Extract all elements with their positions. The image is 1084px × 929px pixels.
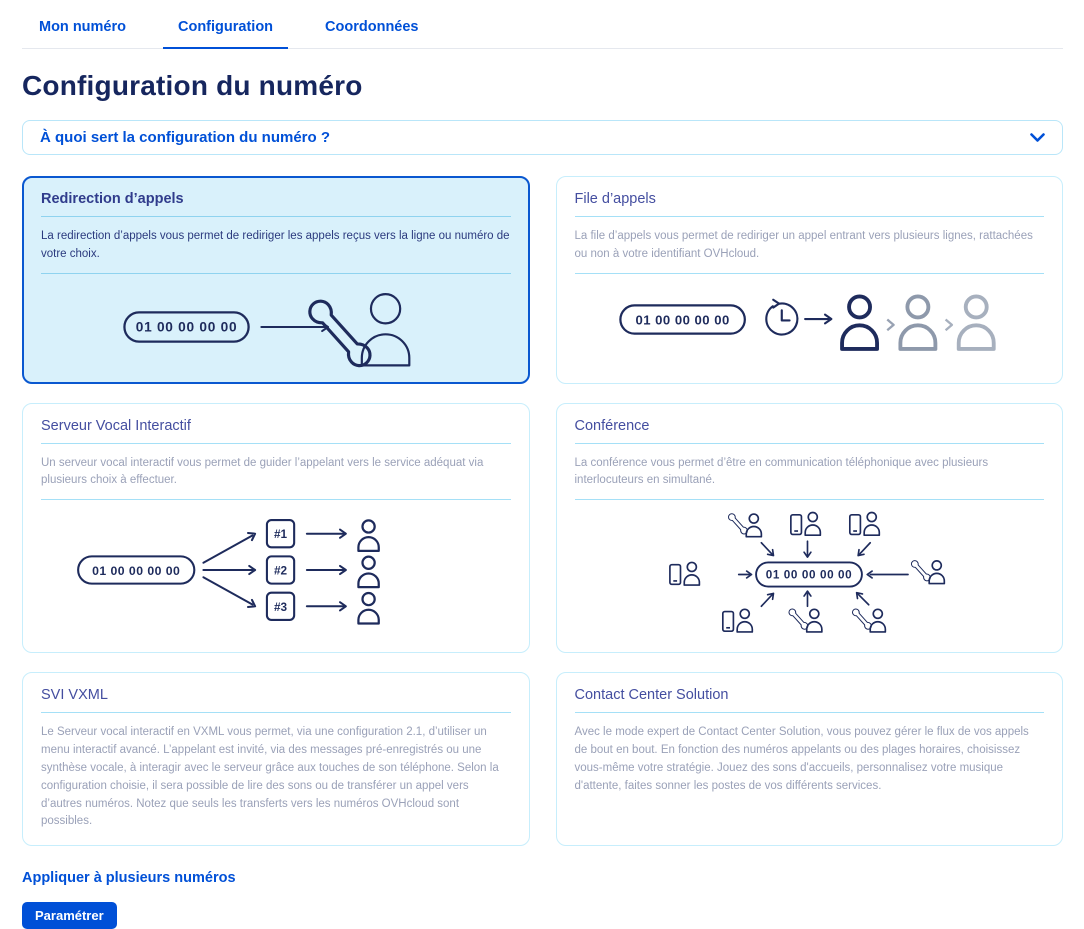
tab-configuration[interactable]: Configuration: [163, 8, 289, 49]
card-title: Conférence: [574, 417, 650, 434]
svg-text:01 00 00 00 00: 01 00 00 00 00: [766, 569, 853, 582]
person-icon: [898, 294, 938, 351]
person-icon: [357, 592, 380, 625]
chevron-down-icon: [1030, 132, 1045, 142]
person-with-handset-icon: [303, 292, 411, 369]
card-description: La conférence vous permet d’être en comm…: [574, 456, 989, 487]
tab-bar: Mon numéro Configuration Coordonnées: [22, 8, 1063, 49]
card-title: Serveur Vocal Interactif: [41, 417, 191, 434]
divider: [574, 499, 1044, 501]
phone-number-pill: 01 00 00 00 00: [619, 303, 747, 335]
svg-text:01 00 00 00 00: 01 00 00 00 00: [135, 319, 237, 334]
configure-button[interactable]: Paramétrer: [22, 902, 117, 929]
handset-icon: [303, 294, 376, 369]
svg-text:#3: #3: [274, 600, 288, 614]
card-description: Un serveur vocal interactif vous permet …: [41, 456, 484, 487]
arrow-right-icon: [804, 313, 833, 325]
person-with-handset-icon: [727, 513, 761, 537]
divider: [574, 442, 1044, 444]
conference-diagram: 01 00 00 00 00: [669, 511, 972, 634]
divider: [574, 272, 1044, 274]
file-appels-illustration: 01 00 00 00 00: [575, 285, 1045, 355]
card-title: Contact Center Solution: [574, 687, 729, 704]
card-title: File d’appels: [574, 191, 656, 207]
card-redirection-appels[interactable]: Redirection d’appels La redirection d’ap…: [22, 176, 530, 384]
ivr-option-2: #2: [265, 555, 380, 589]
svg-text:#1: #1: [274, 527, 288, 541]
card-serveur-vocal-interactif[interactable]: Serveur Vocal Interactif Un serveur voca…: [22, 402, 530, 654]
person-icon: [357, 519, 380, 553]
person-icon: [840, 294, 880, 351]
card-file-appels[interactable]: File d’appels La file d’appels vous perm…: [555, 176, 1063, 384]
divider: [41, 442, 511, 444]
divider: [41, 712, 511, 714]
person-with-handset-icon: [788, 608, 822, 632]
accordion-question: À quoi sert la configuration du numéro ?: [40, 129, 331, 146]
card-description: La file d’appels vous permet de redirige…: [574, 230, 1033, 260]
person-with-handset-icon: [910, 559, 944, 583]
phone-number-pill: 01 00 00 00 00: [755, 561, 864, 588]
arrow-right-icon: [260, 321, 329, 332]
button-row: Paramétrer: [22, 902, 1063, 929]
converging-arrows: [738, 540, 910, 608]
card-description: Avec le mode expert de Contact Center So…: [574, 726, 1029, 792]
divider: [574, 712, 1044, 714]
chevron-right-icon: [945, 318, 954, 331]
card-contact-center-solution[interactable]: Contact Center Solution Avec le mode exp…: [555, 672, 1063, 847]
call-queue-diagram: 01 00 00 00 00: [619, 294, 996, 351]
ivr-option-1: #1: [265, 519, 380, 553]
divider: [574, 216, 1044, 217]
ivr-diagram: 01 00 00 00 00 #1 #: [76, 519, 380, 625]
tab-coordonnees[interactable]: Coordonnées: [325, 19, 419, 35]
ivr-option-3: #3: [265, 591, 380, 625]
waiting-clock-icon: [765, 298, 799, 336]
person-with-smartphone-icon: [722, 608, 754, 634]
svg-text:01 00 00 00 00: 01 00 00 00 00: [92, 564, 180, 578]
divider: [41, 499, 511, 501]
divider: [41, 216, 511, 217]
card-description: Le Serveur vocal interactif en VXML vous…: [41, 726, 499, 828]
apply-multiple-numbers-link[interactable]: Appliquer à plusieurs numéros: [22, 870, 236, 887]
person-with-smartphone-icon: [790, 511, 822, 537]
person-icon: [957, 294, 996, 351]
svg-text:01 00 00 00 00: 01 00 00 00 00: [636, 312, 730, 327]
fan-arrows: [202, 529, 258, 612]
page-title: Configuration du numéro: [22, 70, 363, 101]
redirection-diagram: 01 00 00 00 00: [123, 292, 411, 369]
phone-number-pill: 01 00 00 00 00: [76, 555, 196, 585]
card-title: Redirection d’appels: [41, 191, 184, 207]
card-description: La redirection d’appels vous permet de r…: [41, 230, 510, 260]
card-conference[interactable]: Conférence La conférence vous permet d’ê…: [555, 402, 1063, 654]
person-icon: [357, 555, 380, 589]
redirection-illustration: 01 00 00 00 00: [41, 285, 511, 369]
tab-mon-numero[interactable]: Mon numéro: [39, 19, 126, 35]
conference-illustration: 01 00 00 00 00: [575, 511, 1045, 638]
divider: [41, 272, 511, 274]
configuration-cards-grid: Redirection d’appels La redirection d’ap…: [22, 176, 1063, 847]
svg-text:#2: #2: [274, 564, 288, 578]
card-title: SVI VXML: [41, 687, 108, 704]
chevron-right-icon: [886, 318, 895, 331]
card-svi-vxml[interactable]: SVI VXML Le Serveur vocal interactif en …: [22, 672, 530, 847]
svi-illustration: 01 00 00 00 00 #1 #: [41, 511, 511, 629]
person-with-smartphone-icon: [849, 511, 881, 537]
person-with-handset-icon: [851, 608, 885, 632]
accordion-config-help[interactable]: À quoi sert la configuration du numéro ?: [22, 120, 1063, 155]
phone-number-pill: 01 00 00 00 00: [123, 310, 250, 343]
person-with-smartphone-icon: [669, 561, 701, 587]
